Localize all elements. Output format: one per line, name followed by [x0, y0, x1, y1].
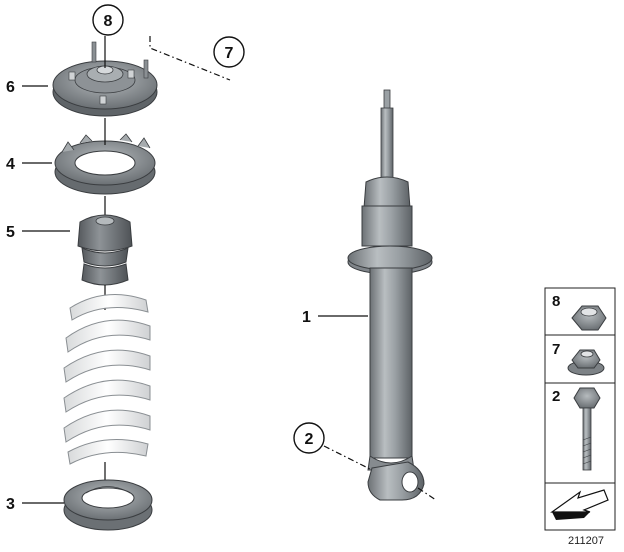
bolt-axis-2 [417, 487, 437, 501]
diagram-code: 211207 [568, 535, 604, 547]
callout-circle-8 [92, 4, 124, 36]
flange-nut-icon [567, 349, 605, 376]
parts-legend-panel: 8 7 2 [544, 287, 616, 531]
callout-circle-2 [293, 422, 325, 454]
callout-6: 6 [6, 79, 15, 96]
callout-circle-7 [213, 36, 245, 68]
callout-7: 7 [225, 45, 234, 62]
hex-nut-icon [571, 305, 607, 331]
direction-arrow-icon [550, 489, 609, 520]
lower-spring-seat-part-3 [63, 479, 153, 531]
callout-3: 3 [6, 496, 15, 513]
leader-7 [149, 36, 231, 81]
legend-item-2: 2 [552, 388, 560, 405]
bump-stop-part-5 [77, 196, 133, 286]
callout-8: 8 [104, 13, 113, 30]
coil-spring [63, 294, 151, 465]
legend-item-8: 8 [552, 293, 560, 310]
callout-2: 2 [305, 431, 314, 448]
callout-4: 4 [6, 156, 15, 173]
legend-item-7: 7 [552, 341, 560, 358]
hex-bolt-icon [573, 387, 601, 471]
callout-1: 1 [302, 309, 311, 326]
callout-5: 5 [6, 224, 15, 241]
leader-2 [323, 445, 373, 471]
shock-absorber-part-1 [347, 89, 433, 501]
spring-pad-part-4 [54, 133, 156, 195]
top-mount-part-6 [52, 41, 158, 117]
